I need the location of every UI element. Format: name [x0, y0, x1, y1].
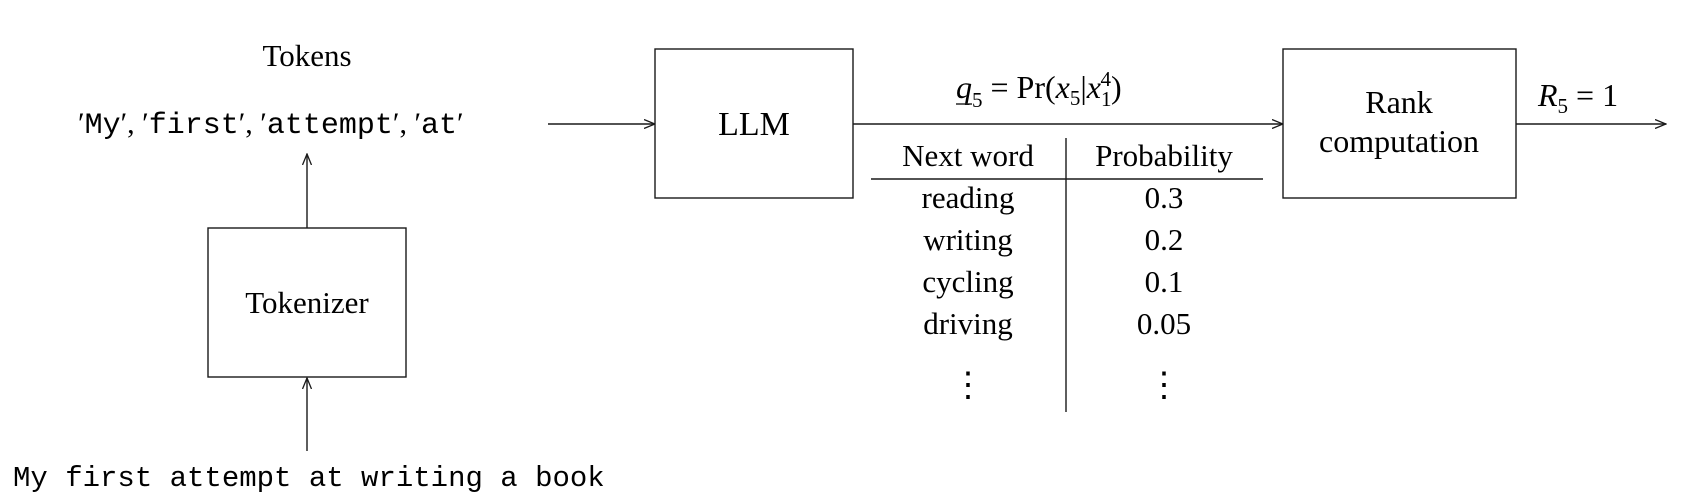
token-quote: ′ — [457, 107, 464, 140]
r-symbol: R — [1537, 77, 1558, 113]
tokenizer-label: Tokenizer — [245, 285, 369, 320]
table-cell-word: driving — [923, 306, 1013, 341]
r-subscript: 5 — [1558, 94, 1569, 118]
tokenizer-box — [207, 227, 407, 378]
token-3: attempt — [267, 109, 393, 143]
token-2: first — [149, 109, 239, 143]
q-subscript: 5 — [972, 88, 983, 112]
table-cell-word: writing — [923, 222, 1013, 257]
token-quote: ′ — [121, 107, 128, 140]
table-cell-word: cycling — [922, 264, 1013, 299]
close-paren: ) — [1111, 69, 1122, 105]
q-symbol: q — [956, 69, 972, 105]
rank-label-line1: Rank — [1365, 84, 1433, 120]
token-list: ′My′, ′first′, ′attempt′, ′at′ — [78, 107, 464, 143]
token-separator: , — [245, 107, 260, 140]
q-formula: q5 = Pr(x5|x14) — [956, 67, 1122, 112]
token-separator: , — [399, 107, 414, 140]
token-separator: , — [127, 107, 142, 140]
rank-output: R5 = 1 — [1537, 77, 1618, 118]
token-quote: ′ — [414, 107, 421, 140]
x-context-superscript: 4 — [1100, 67, 1111, 91]
token-quote: ′ — [260, 107, 267, 140]
table-ellipsis-probability: ⋮ — [1147, 367, 1181, 404]
table-cell-probability: 0.05 — [1137, 306, 1191, 341]
x-subscript: 5 — [1070, 86, 1081, 110]
x-symbol: x — [1055, 69, 1070, 105]
table-header-next-word: Next word — [902, 138, 1034, 173]
table-header-probability: Probability — [1095, 138, 1233, 173]
table-cell-word: reading — [922, 180, 1015, 215]
probability-table: Next word Probability reading 0.3 writin… — [871, 138, 1263, 412]
table-cell-probability: 0.3 — [1145, 180, 1184, 215]
table-cell-probability: 0.1 — [1145, 264, 1184, 299]
rank-label-line2: computation — [1319, 123, 1479, 159]
llm-box — [654, 48, 854, 199]
token-quote: ′ — [142, 107, 149, 140]
tokens-heading: Tokens — [262, 38, 351, 73]
x-context-subscript: 1 — [1101, 87, 1112, 111]
token-1: My — [85, 109, 121, 143]
input-sentence: My first attempt at writing a book — [13, 462, 605, 495]
x-context-symbol: x — [1086, 69, 1101, 105]
llm-label: LLM — [718, 106, 790, 143]
rank-box — [1282, 48, 1517, 199]
table-cell-probability: 0.2 — [1145, 222, 1184, 257]
token-quote: ′ — [393, 107, 400, 140]
token-quote: ′ — [78, 107, 85, 140]
equals-pr: = Pr( — [983, 69, 1056, 105]
token-4: at — [421, 109, 457, 143]
table-ellipsis-word: ⋮ — [951, 367, 985, 404]
token-quote: ′ — [239, 107, 246, 140]
r-equals: = 1 — [1568, 77, 1618, 113]
given-bar: | — [1080, 69, 1086, 105]
